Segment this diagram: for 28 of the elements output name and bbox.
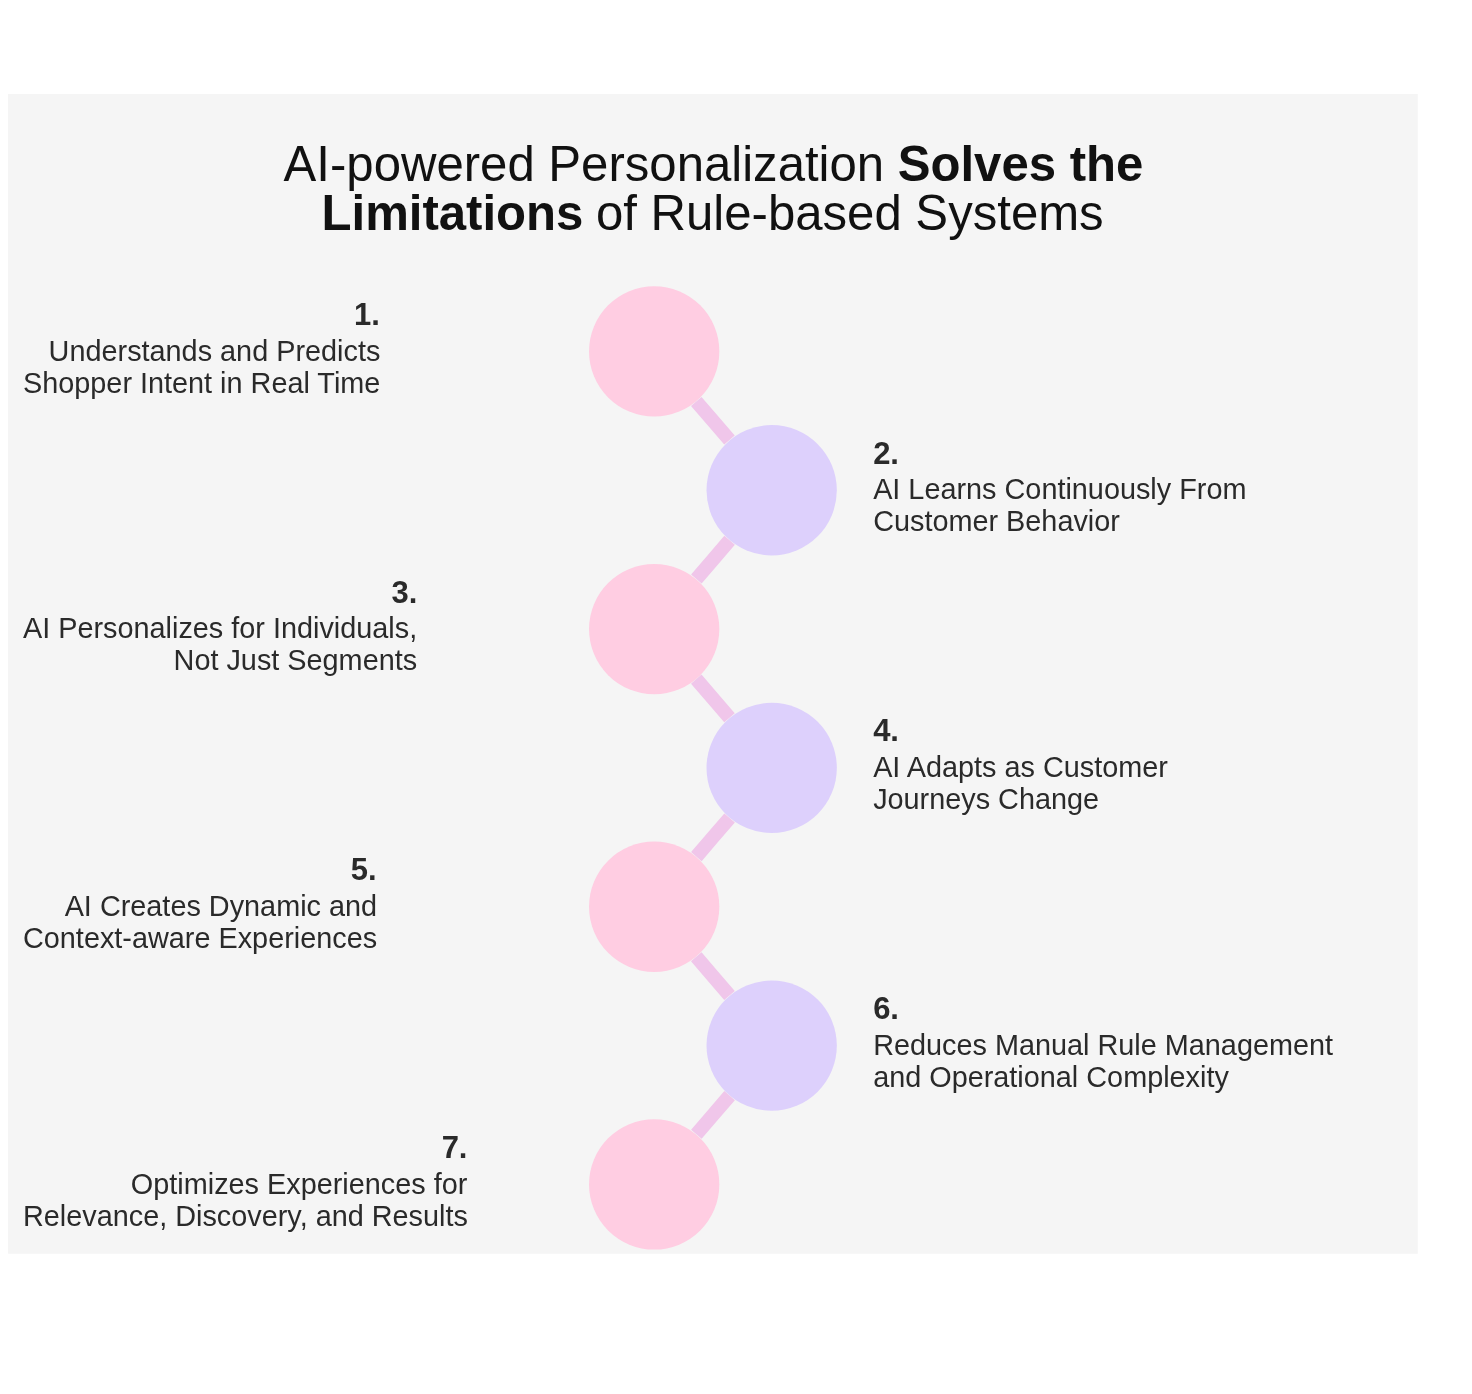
diagram-title: AI-powered Personalization Solves the Limitations of Rule-based Systems xyxy=(283,137,1144,241)
node-label: 1. xyxy=(354,296,380,332)
connector xyxy=(691,535,735,584)
node-label: 4. xyxy=(873,713,899,749)
node-label: Understands and Predicts Shopper Intent in Real Time xyxy=(22,334,381,399)
node-label: 2. xyxy=(873,435,899,471)
connector xyxy=(691,1091,735,1139)
node-circle xyxy=(589,286,720,417)
node-circle xyxy=(589,841,720,972)
connector xyxy=(691,674,735,723)
node-circle xyxy=(706,425,837,556)
node-circle xyxy=(706,980,837,1111)
node-label: 5. xyxy=(350,852,377,888)
node-circle xyxy=(706,702,837,834)
node-circle xyxy=(589,1119,720,1250)
node-label: 3. xyxy=(391,574,418,610)
node-label: 7. xyxy=(441,1129,468,1165)
node-label: Optimizes Experiences for Relevance, Discovery, and Results xyxy=(22,1167,468,1232)
node-label: Reduces Manual Rule Management and Operational Complexity xyxy=(873,1028,1334,1093)
node-label: 6. xyxy=(873,991,899,1027)
node-circle xyxy=(589,563,720,695)
connector xyxy=(691,396,735,445)
node-label: AI Creates Dynamic and Context-aware Experiences xyxy=(22,889,378,954)
connector xyxy=(691,952,735,1000)
connector xyxy=(691,813,735,862)
node-label: AI Learns Continuously From Customer Behavior xyxy=(873,473,1247,538)
node-label: AI Personalizes for Individuals, Not Just Segments xyxy=(22,612,418,677)
node-label: AI Adapts as Customer Journeys Change xyxy=(873,751,1168,816)
